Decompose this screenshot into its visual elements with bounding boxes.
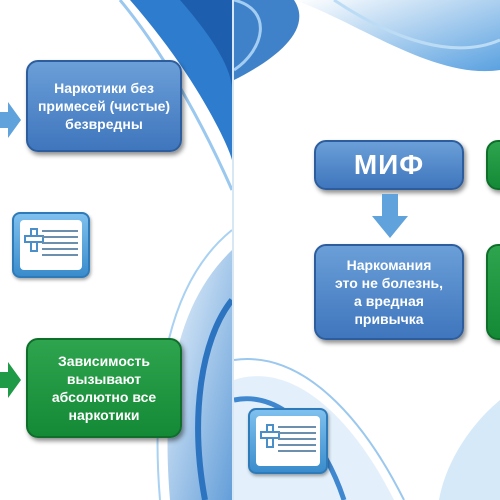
organization-logo-icon [248,408,328,474]
right-slide-panel: МИФ Наркомания это не болезнь, а вредная… [234,0,500,500]
down-arrow-icon [372,194,408,238]
myth-statement-box: Наркотики без примесей (чистые) безвредн… [26,60,182,152]
medical-cross-icon [24,228,44,252]
organization-logo-icon [12,212,90,278]
fact-statement-box: Зависимость вызывают абсолютно все нарко… [26,338,182,438]
fact-statement-box-partial [486,244,500,340]
myth-statement-text: Наркомания это не болезнь, а вредная при… [334,257,444,327]
myth-statement-box: Наркомания это не болезнь, а вредная при… [314,244,464,340]
right-arrow-icon [0,102,21,138]
myth-statement-text: Наркотики без примесей (чистые) безвредн… [37,80,171,132]
medical-cross-icon [260,424,280,448]
fact-header-box-partial [486,140,500,190]
myth-header-box: МИФ [314,140,464,190]
slide-divider [232,0,234,500]
right-arrow-icon [0,362,21,398]
myth-header-text: МИФ [353,149,425,180]
fact-statement-text: Зависимость вызывают абсолютно все нарко… [51,353,157,423]
left-slide-panel: Наркотики без примесей (чистые) безвредн… [0,0,232,500]
